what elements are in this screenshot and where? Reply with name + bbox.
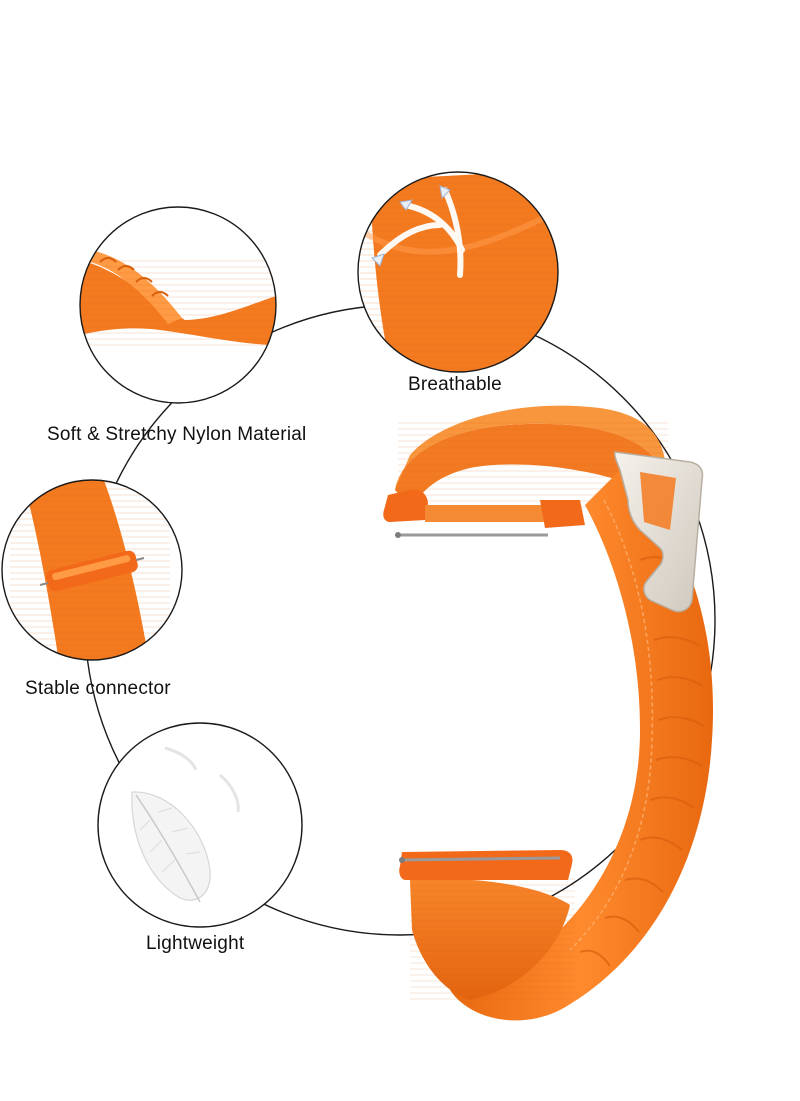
callout-stable-image — [1, 479, 183, 661]
callout-soft-image — [79, 206, 277, 404]
fabric-stretch-icon — [80, 250, 276, 350]
band-main-loop — [450, 470, 714, 1021]
callout-lightweight-image — [97, 722, 303, 928]
spring-bar-connector-icon — [39, 550, 145, 592]
label-breathable: Breathable — [408, 374, 502, 395]
label-soft-stretchy-nylon: Soft & Stretchy Nylon Material — [47, 424, 307, 445]
band-wave-ridges — [579, 556, 705, 967]
bottom-connector — [399, 850, 573, 880]
callout-breathable-image — [357, 171, 559, 373]
airflow-arrows-icon — [377, 187, 465, 278]
buckle — [614, 451, 704, 613]
label-stable-connector: Stable connector — [25, 678, 171, 699]
top-connector — [383, 489, 585, 538]
label-lightweight: Lightweight — [146, 933, 245, 954]
feather-icon — [131, 791, 211, 903]
watch-band — [383, 405, 714, 1021]
